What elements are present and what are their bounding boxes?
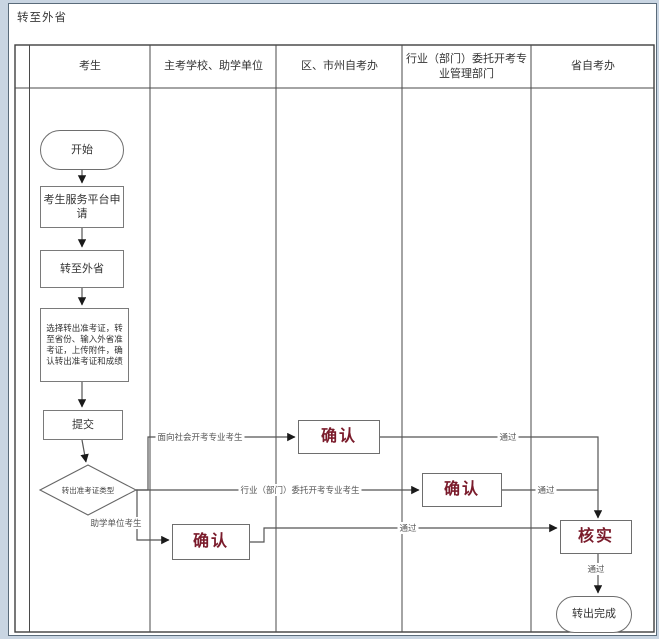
edge-label-assist: 助学单位考生 <box>88 517 144 529</box>
edge-label-pass-2: 通过 <box>535 484 557 496</box>
lane-header-candidate: 考生 <box>79 60 101 73</box>
edge-label-social: 面向社会开考专业考生 <box>155 431 245 443</box>
verify-node: 核实 <box>560 520 632 554</box>
done-node: 转出完成 <box>556 596 632 633</box>
lane-header-province-office: 省自考办 <box>571 60 615 73</box>
detail-node: 选择转出准考证，转至省份、输入外省准考证，上传附件，确认转出准考证和成绩 <box>40 308 129 382</box>
lane-header-school: 主考学校、助学单位 <box>164 60 263 73</box>
confirm-district-node: 确认 <box>298 420 380 454</box>
flow-connectors <box>77 170 603 594</box>
decision-diamond <box>38 464 138 516</box>
decision-label: 转出准考证类型 <box>61 485 115 495</box>
edge-label-industry: 行业（部门）委托开考专业考生 <box>238 484 362 496</box>
confirm-industry-node: 确认 <box>422 473 502 507</box>
lane-header-industry-dept: 行业（部门）委托开考专业管理部门 <box>406 52 527 80</box>
diagram-title: 转至外省 <box>17 12 67 24</box>
edge-label-pass-4: 通过 <box>585 563 607 575</box>
transfer-out-node: 转至外省 <box>40 250 124 288</box>
start-node: 开始 <box>40 130 124 170</box>
submit-node: 提交 <box>43 410 123 440</box>
confirm-assist-node: 确认 <box>172 524 250 560</box>
edge-label-pass-3: 通过 <box>397 522 419 534</box>
swimlane-dividers <box>15 45 654 632</box>
apply-node: 考生服务平台申请 <box>40 186 124 228</box>
swimlane-grid <box>14 44 655 633</box>
edge-label-pass-1: 通过 <box>497 431 519 443</box>
lane-header-district-office: 区、市州自考办 <box>301 60 378 73</box>
